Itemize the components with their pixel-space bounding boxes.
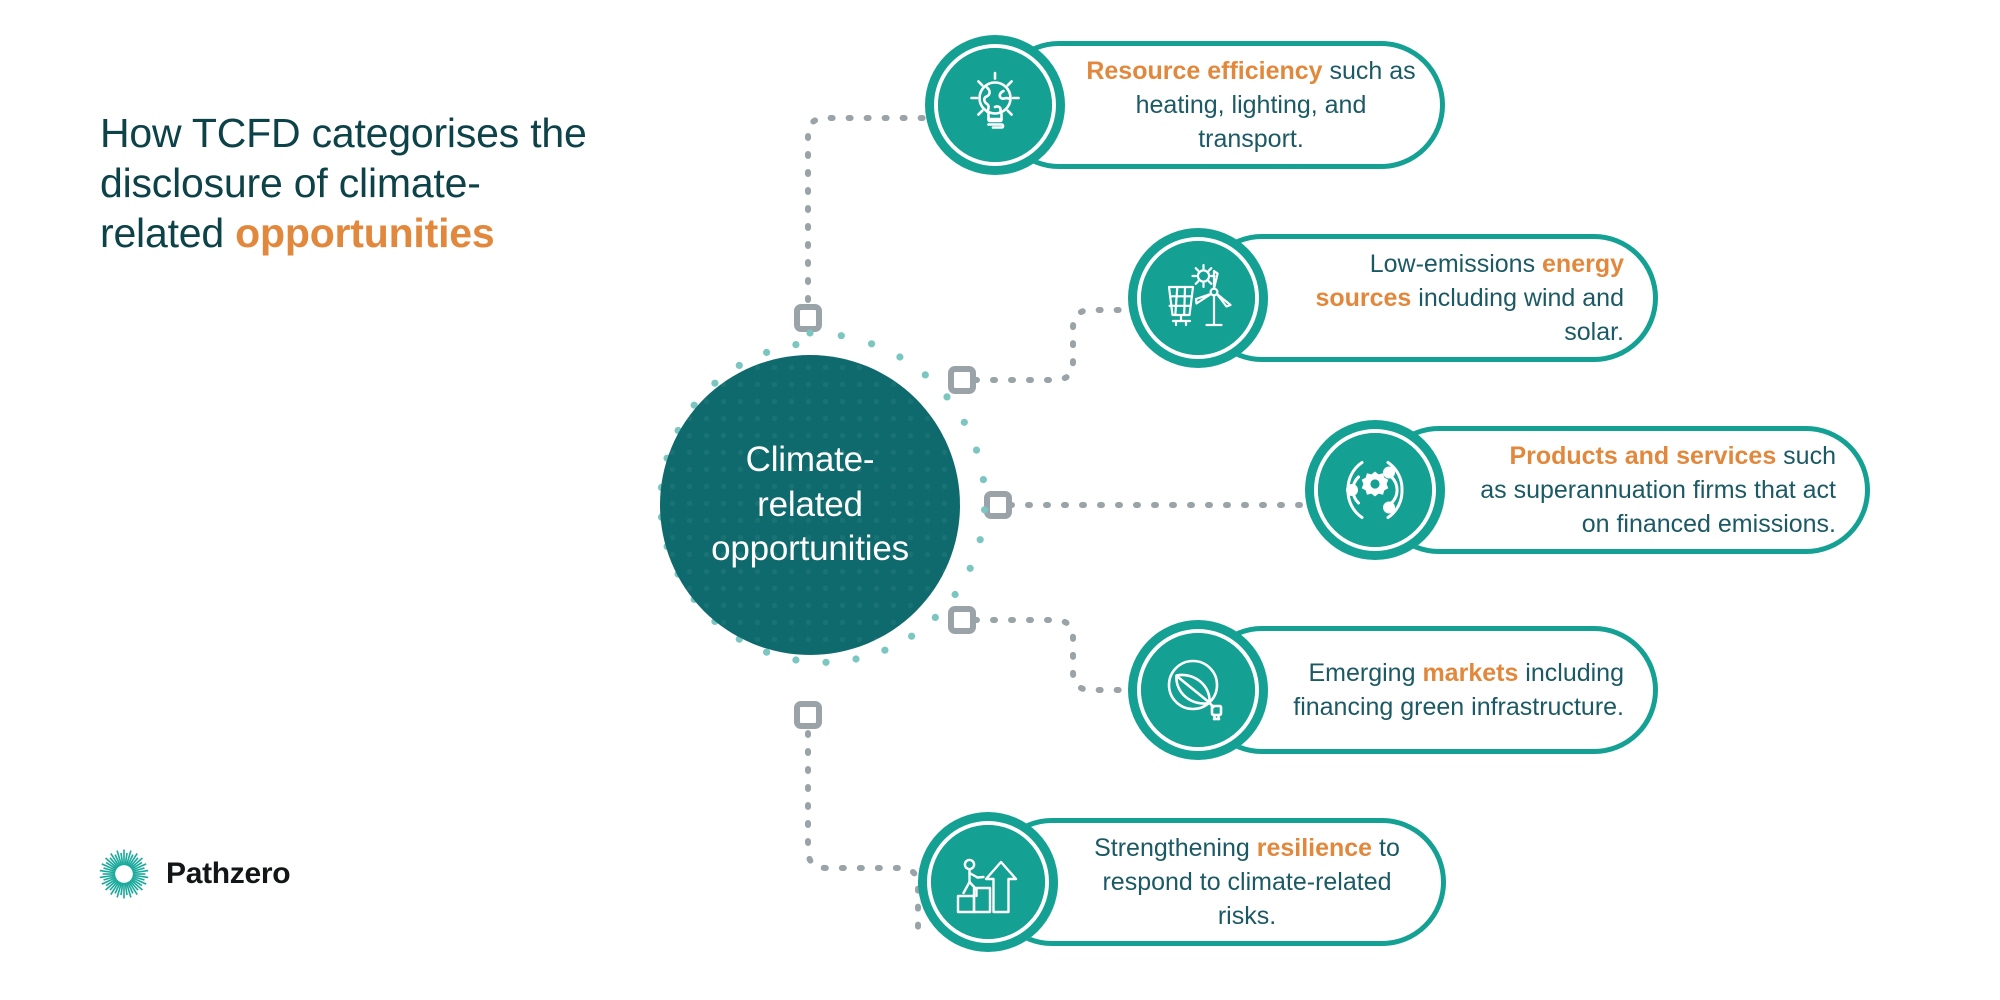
card-pill	[1198, 626, 1658, 754]
connector-path-5	[805, 712, 921, 938]
pathzero-logo[interactable]: Pathzero	[98, 848, 291, 900]
card-body: to respond to climate-related risks.	[1102, 834, 1400, 930]
card-paragraph: Products and services such as superannua…	[1477, 439, 1836, 541]
connector-node-3	[984, 491, 1012, 519]
card-body: including wind and solar.	[1411, 284, 1624, 346]
card-paragraph: Low-emissions energy sources including w…	[1293, 247, 1624, 349]
card-text: Emerging markets including financing gre…	[1293, 620, 1624, 760]
lightbulb-globe-icon	[938, 48, 1052, 162]
hub-circle: Climate- related opportunities	[660, 355, 960, 655]
card-highlight: markets	[1422, 659, 1519, 687]
card-paragraph: Emerging markets including financing gre…	[1293, 656, 1624, 724]
card-pill	[995, 41, 1445, 169]
card-paragraph: Resource efficiency such as heating, lig…	[1085, 54, 1417, 156]
card-text: Low-emissions energy sources including w…	[1293, 228, 1624, 368]
title-accent-word: opportunities	[235, 210, 495, 257]
central-hub: Climate- related opportunities	[630, 325, 990, 685]
card-pill	[1375, 426, 1870, 554]
card-body: such as heating, lighting, and transport…	[1135, 57, 1416, 153]
card-highlight: Products and services	[1509, 442, 1777, 470]
card-highlight: Resource efficiency	[1086, 57, 1323, 85]
card-icon-badge	[925, 35, 1065, 175]
card-icon-badge	[1305, 420, 1445, 560]
connector-path-2	[972, 307, 1143, 383]
badge-ring	[927, 821, 1049, 943]
card-text: Resource efficiency such as heating, lig…	[1085, 35, 1417, 175]
pathzero-wordmark: Pathzero	[166, 857, 291, 890]
title-line-3-prefix: related	[100, 210, 236, 257]
card-text: Products and services such as superannua…	[1477, 420, 1836, 560]
badge-ring	[1137, 237, 1259, 359]
card-icon-badge	[1128, 228, 1268, 368]
card-pill	[988, 818, 1446, 946]
title-block: How TCFD categorises the disclosure of c…	[100, 108, 640, 258]
card-icon-badge	[1128, 620, 1268, 760]
card-body-before: Low-emissions	[1369, 250, 1543, 278]
gear-orbit-icon	[1318, 433, 1432, 547]
card-resource-efficiency[interactable]: Resource efficiency such as heating, lig…	[925, 35, 1445, 175]
card-emerging-markets[interactable]: Emerging markets including financing gre…	[1128, 620, 1658, 760]
page-title: How TCFD categorises the disclosure of c…	[100, 108, 640, 258]
card-body: such as superannuation firms that act on…	[1480, 442, 1836, 538]
connector-node-5	[794, 701, 822, 729]
card-pill	[1198, 234, 1658, 362]
title-line-1: How TCFD categorises the	[100, 110, 587, 156]
solar-wind-icon	[1141, 241, 1255, 355]
badge-ring	[934, 44, 1056, 166]
leaf-plug-icon	[1141, 633, 1255, 747]
card-paragraph: Strengthening resilience to respond to c…	[1078, 831, 1416, 933]
card-highlight: resilience	[1256, 834, 1373, 862]
person-steps-arrow-icon	[931, 825, 1045, 939]
card-body: including financing green infrastructure…	[1293, 659, 1624, 721]
card-products-and-services[interactable]: Products and services such as superannua…	[1305, 420, 1870, 560]
card-resilience[interactable]: Strengthening resilience to respond to c…	[918, 812, 1446, 952]
connector-path-1	[805, 115, 938, 321]
hub-label: Climate- related opportunities	[711, 439, 909, 569]
connector-path-4	[972, 617, 1143, 693]
card-icon-badge	[918, 812, 1058, 952]
card-energy-sources[interactable]: Low-emissions energy sources including w…	[1128, 228, 1658, 368]
card-highlight: energy sources	[1315, 250, 1624, 312]
card-text: Strengthening resilience to respond to c…	[1078, 812, 1416, 952]
card-body-before: Emerging	[1308, 659, 1423, 687]
card-body-before: Strengthening	[1094, 834, 1257, 862]
badge-ring	[1314, 429, 1436, 551]
title-line-2: disclosure of climate-	[100, 160, 481, 207]
pathzero-sunburst-icon	[99, 849, 149, 899]
